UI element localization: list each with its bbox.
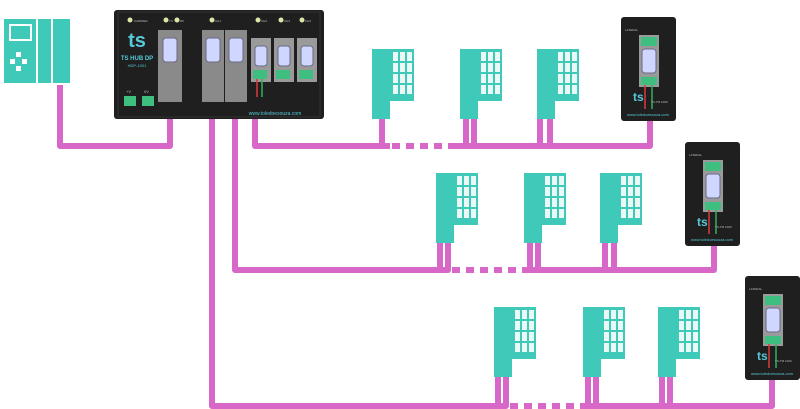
hub-brand-mark: ts: [128, 30, 146, 52]
db9-connector-icon: [765, 307, 781, 333]
slave-devices: [372, 49, 700, 377]
active-terminator-icon: ts LATERAL TS-TM 1000 www.toledoesouza.com: [685, 142, 740, 246]
profibus-slave-icon: [537, 49, 579, 119]
profibus-slave-icon: [460, 49, 502, 119]
cable-segment-2: [232, 100, 443, 273]
cable-segment-1-b: [455, 118, 653, 149]
hub-connector-label-neg: 0V: [144, 89, 149, 94]
profibus-slave-icon: [436, 173, 478, 243]
hub-led-label-ch4: CH4: [305, 19, 311, 23]
hub-led-label-ch2: CH2: [261, 19, 267, 23]
hub-led-label-carrier: CARRIER: [134, 19, 148, 23]
terminator-label: LATERAL: [749, 287, 762, 291]
profibus-slave-icon: [583, 307, 625, 377]
cable-segment-3: [209, 100, 501, 409]
db9-connector-icon: [705, 173, 721, 199]
active-terminator-icon: ts LATERAL TS-TM 1000 www.toledoesouza.com: [621, 17, 676, 121]
hub-led-label-rx: RX: [180, 19, 184, 23]
profibus-slave-icon: [372, 49, 414, 119]
profibus-slave-icon: [494, 307, 536, 377]
hub-led-label-ch1: CH1: [215, 19, 221, 23]
profibus-slave-icon: [658, 307, 700, 377]
cable-segment-3-b: [580, 375, 775, 409]
terminator-label: LATERAL: [689, 153, 702, 157]
cable-segment-2-b: [522, 240, 717, 273]
terminator-brand-mark: ts: [757, 349, 768, 363]
hub-website: www.toledoesouza.com: [249, 111, 302, 117]
hub-title: TS HUB DP: [121, 56, 153, 62]
terminator-model: TS-TM 1000: [775, 359, 792, 363]
terminator-model: TS-TM 1000: [715, 225, 732, 229]
profibus-slave-icon: [524, 173, 566, 243]
cable-segment-2-a: [440, 240, 451, 273]
profibus-hub-icon: [114, 10, 324, 119]
hub-led-label-ch3: CH3: [284, 19, 290, 23]
terminator-brand-mark: ts: [633, 90, 644, 104]
terminator-website: www.toledoesouza.com: [691, 237, 734, 242]
cable-layer: [57, 85, 775, 409]
hub-model: HDP-1001: [128, 63, 147, 68]
terminator-website: www.toledoesouza.com: [627, 112, 670, 117]
terminator-website: www.toledoesouza.com: [751, 371, 794, 376]
plc-controller-icon: [4, 19, 70, 83]
hub-led-label-tx: TX: [169, 19, 173, 23]
profibus-slave-icon: [600, 173, 642, 243]
terminator-brand-mark: ts: [697, 215, 708, 229]
active-terminator-icon: ts LATERAL TS-TM 1000 www.toledoesouza.com: [745, 276, 800, 380]
terminator-model: TS-TM 1000: [651, 100, 668, 104]
hub-connector-label-pos: +V: [126, 89, 131, 94]
cable-segment-3-a: [498, 375, 509, 409]
db9-connector-icon: [162, 37, 314, 67]
cable-controller-to-hub: [57, 85, 173, 149]
db9-connector-icon: [641, 48, 657, 74]
cable-segment-1: [252, 100, 385, 149]
terminator-label: LATERAL: [625, 28, 638, 32]
